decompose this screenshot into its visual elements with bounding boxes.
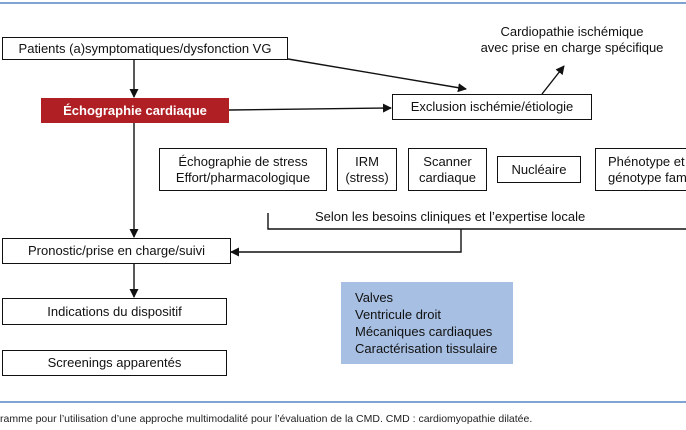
parameter-item: Mécaniques cardiaques bbox=[355, 324, 493, 339]
irm-box: IRM (stress) bbox=[337, 148, 397, 191]
figure-caption: ramme pour l’utilisation d’une approche … bbox=[0, 413, 533, 425]
besoins-label: Selon les besoins cliniques et l’experti… bbox=[315, 209, 586, 224]
bottom-rule bbox=[0, 401, 686, 403]
indications-label: Indications du dispositif bbox=[47, 303, 182, 319]
screenings-box: Screenings apparentés bbox=[2, 350, 227, 376]
nucleaire-label: Nucléaire bbox=[511, 161, 567, 177]
stress-echo-box: Échographie de stress Effort/pharmacolog… bbox=[159, 148, 327, 191]
phenotype-line1: Phénotype et bbox=[608, 153, 685, 169]
stress-echo-line1: Échographie de stress bbox=[178, 153, 308, 169]
scanner-box: Scanner cardiaque bbox=[408, 148, 487, 191]
cardiopathie-line1: Cardiopathie ischémique bbox=[500, 24, 644, 39]
exclusion-box: Exclusion ischémie/étiologie bbox=[392, 94, 592, 120]
patients-box: Patients (a)symptomatiques/dysfonction V… bbox=[2, 37, 288, 60]
parameter-item: Valves bbox=[355, 290, 394, 305]
pronostic-box: Pronostic/prise en charge/suivi bbox=[2, 238, 231, 264]
imaging-parameters-box: Valves Ventricule droit Mécaniques cardi… bbox=[341, 282, 513, 364]
echo-cardiaque-box: Échographie cardiaque bbox=[41, 98, 229, 123]
screenings-label: Screenings apparentés bbox=[47, 355, 182, 370]
pronostic-label: Pronostic/prise en charge/suivi bbox=[27, 243, 206, 258]
echo-cardiaque-label: Échographie cardiaque bbox=[63, 102, 207, 118]
phenotype-box: Phénotype et génotype fam bbox=[595, 148, 686, 191]
nucleaire-box: Nucléaire bbox=[497, 156, 581, 183]
irm-line2: (stress) bbox=[345, 169, 389, 185]
top-rule bbox=[0, 2, 686, 4]
exclusion-label: Exclusion ischémie/étiologie bbox=[410, 99, 574, 114]
phenotype-line2: génotype fam bbox=[608, 169, 686, 185]
arrow-besoins-to-pronostic bbox=[230, 229, 462, 257]
bracket-modalities bbox=[267, 213, 686, 230]
arrow-patients-to-exclusion bbox=[287, 58, 467, 93]
cardiopathie-text: Cardiopathie ischémique avec prise en ch… bbox=[472, 24, 672, 56]
stress-echo-line2: Effort/pharmacologique bbox=[175, 169, 311, 185]
parameter-item: Ventricule droit bbox=[355, 307, 441, 322]
parameter-item: Caractérisation tissulaire bbox=[355, 341, 498, 356]
scanner-line2: cardiaque bbox=[418, 169, 477, 185]
indications-box: Indications du dispositif bbox=[2, 298, 227, 325]
besoins-text: Selon les besoins cliniques et l’experti… bbox=[315, 209, 585, 225]
arrow-echo-to-exclusion bbox=[228, 103, 392, 113]
irm-line1: IRM bbox=[355, 153, 379, 169]
cardiopathie-line2: avec prise en charge spécifique bbox=[480, 40, 664, 55]
arrow-exclusion-to-cardiopathie bbox=[541, 65, 565, 95]
patients-label: Patients (a)symptomatiques/dysfonction V… bbox=[18, 40, 272, 56]
scanner-line1: Scanner bbox=[423, 153, 472, 169]
